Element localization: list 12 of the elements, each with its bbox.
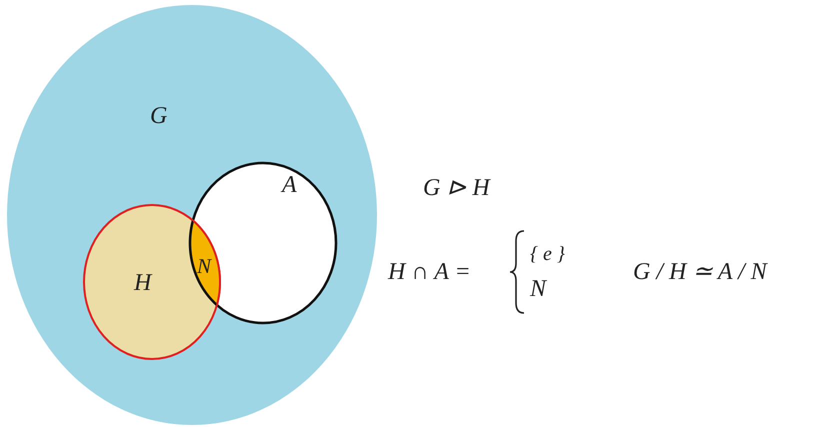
formula-text: { e } [530, 242, 565, 267]
set-label: N [197, 253, 212, 279]
formula-text: G / H ≃ A / N [633, 258, 767, 286]
formula-text: H ∩ A = [388, 258, 471, 286]
set-circle [84, 205, 220, 359]
set-label: G [150, 103, 168, 129]
formula-text: G ⊳ H [423, 174, 490, 202]
set-ellipse [190, 163, 336, 323]
formula-text: N [530, 275, 546, 303]
set-label: A [282, 172, 297, 198]
set-ellipse [7, 5, 377, 425]
set-label: H [134, 270, 152, 296]
